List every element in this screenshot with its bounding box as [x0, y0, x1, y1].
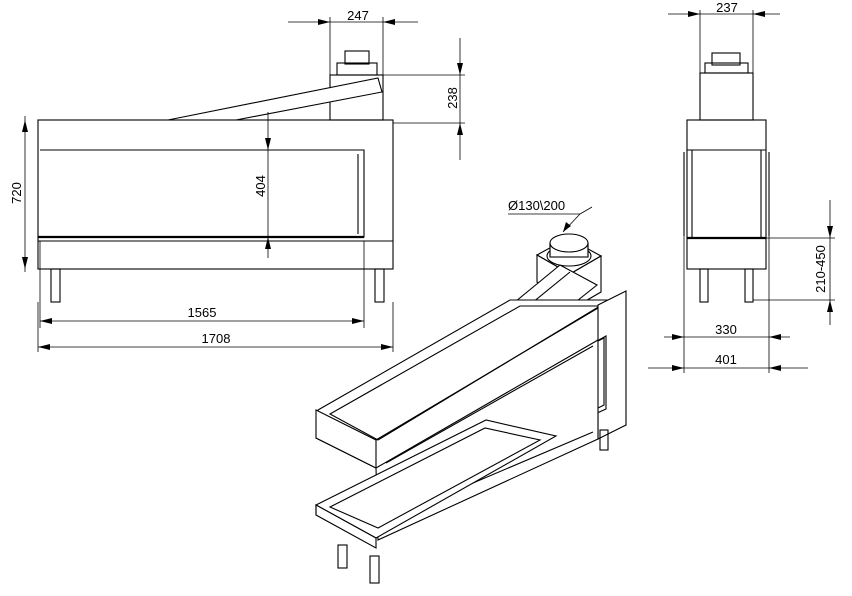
dim-label-1565: 1565	[188, 305, 217, 320]
dim-label-401: 401	[715, 352, 737, 367]
front-view	[37, 50, 394, 303]
dim-label-238: 238	[445, 87, 460, 109]
dim-label-1708: 1708	[202, 331, 231, 346]
dim-side-chimney-width: 237	[668, 0, 780, 73]
dim-front-chimney-height: 238	[383, 38, 465, 160]
dim-side-inner-depth: 330	[664, 236, 790, 343]
iso-leg-back	[599, 429, 609, 451]
side-chimney-pipe	[711, 52, 741, 66]
front-leg-right	[374, 268, 385, 303]
front-chimney-collar	[336, 62, 378, 76]
iso-flue-pipe-top	[549, 233, 589, 253]
iso-leg-front-right	[369, 555, 380, 584]
dim-front-total-height: 720	[9, 116, 28, 272]
iso-bottom-tray-inner	[328, 427, 542, 529]
side-view	[683, 52, 770, 303]
dim-front-glass-width: 1565	[39, 241, 365, 328]
dim-label-flue-diameter: Ø130\200	[508, 198, 565, 213]
dim-label-720: 720	[9, 182, 24, 204]
dim-label-210-450: 210-450	[813, 245, 828, 293]
iso-leg-front-left	[337, 544, 348, 569]
dim-label-247: 247	[347, 8, 369, 23]
side-chimney-body	[699, 72, 754, 121]
front-main-body	[37, 119, 394, 270]
front-chimney-pipe	[344, 50, 370, 65]
front-flue-duct	[167, 77, 383, 121]
dim-front-glass-height: 404	[253, 112, 271, 258]
dim-front-chimney-width: 247	[288, 8, 418, 75]
iso-glass-top-line	[385, 345, 594, 464]
side-leg-left	[699, 268, 709, 303]
dim-label-404: 404	[253, 175, 268, 197]
isometric-view: Ø130\200	[314, 198, 627, 584]
front-glass-frame	[40, 149, 365, 238]
front-leg-left	[50, 268, 61, 303]
side-leg-right	[744, 268, 754, 303]
dim-label-237: 237	[716, 0, 738, 15]
iso-top-tray-ridge	[375, 291, 626, 441]
dim-iso-flue-diameter: Ø130\200	[508, 198, 593, 233]
dim-label-330: 330	[715, 322, 737, 337]
side-main-body	[686, 119, 767, 270]
dim-side-total-depth: 401	[648, 343, 808, 373]
dim-front-total-width: 1708	[37, 302, 394, 352]
dim-side-base-height: 210-450	[753, 200, 835, 325]
